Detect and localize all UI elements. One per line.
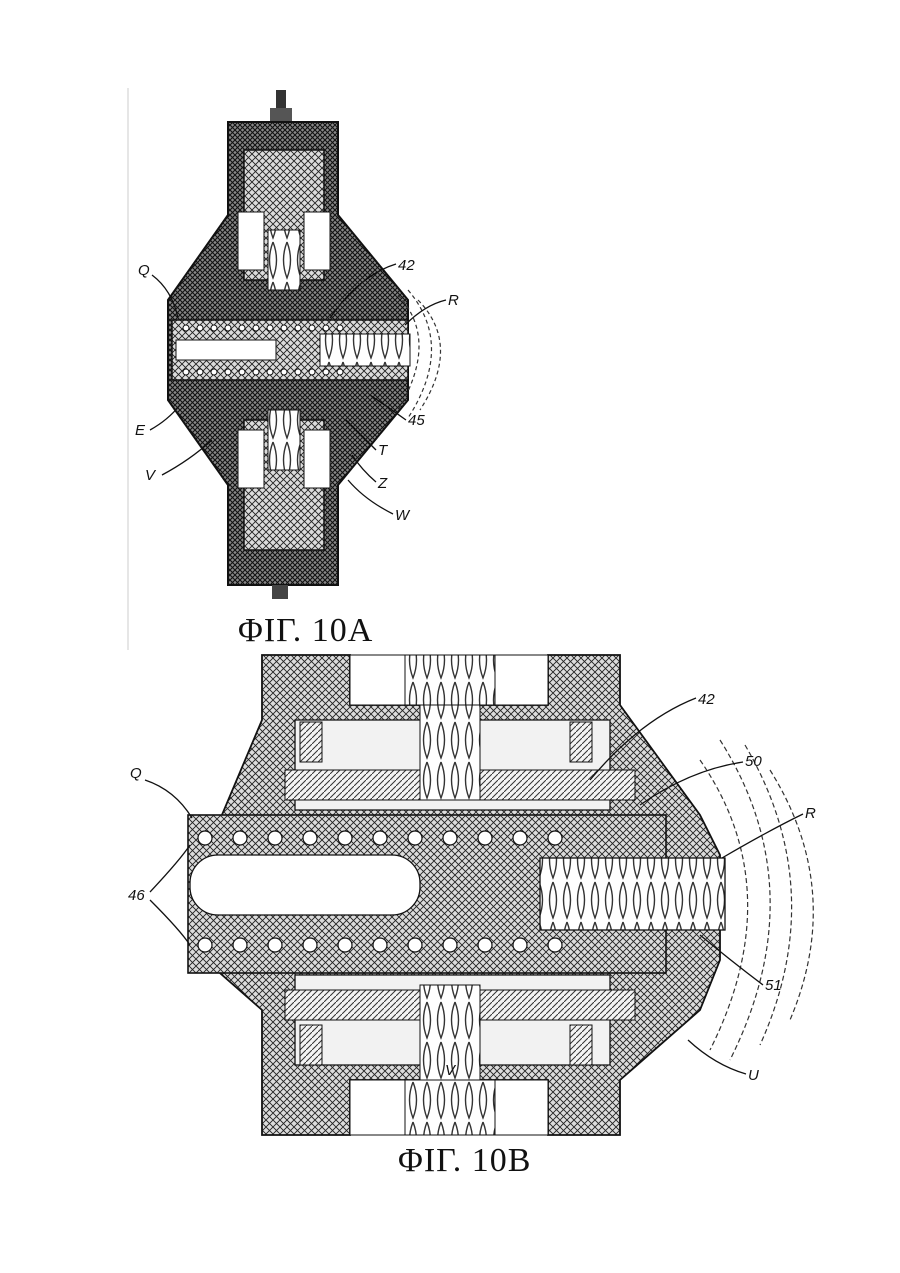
label-t-a: T	[378, 442, 389, 459]
figure-10a-caption: ΦΙΓ. 10A	[238, 612, 373, 650]
label-50-b: 50	[745, 753, 762, 770]
label-q-b: Q	[130, 765, 142, 782]
label-42-b: 42	[698, 691, 715, 708]
label-r-a: R	[448, 292, 459, 309]
label-46-b: 46	[128, 887, 145, 904]
label-w-a: W	[395, 507, 411, 524]
label-e-a: E	[135, 422, 146, 439]
label-u-b: U	[748, 1067, 759, 1084]
label-r-b: R	[805, 805, 816, 822]
label-45-a: 45	[408, 412, 425, 429]
label-42-a: 42	[398, 257, 415, 274]
label-z-a: Z	[377, 475, 388, 492]
label-v-a: V	[145, 467, 157, 484]
figure-10b: 42 50 Q R 46 51 V U	[128, 655, 816, 1135]
figure-10a: 42 Q R E V 45 T Z W	[128, 88, 459, 650]
label-51-b: 51	[765, 977, 782, 994]
figure-10b-caption: ΦΙΓ. 10B	[398, 1142, 531, 1180]
label-q-a: Q	[138, 262, 150, 279]
